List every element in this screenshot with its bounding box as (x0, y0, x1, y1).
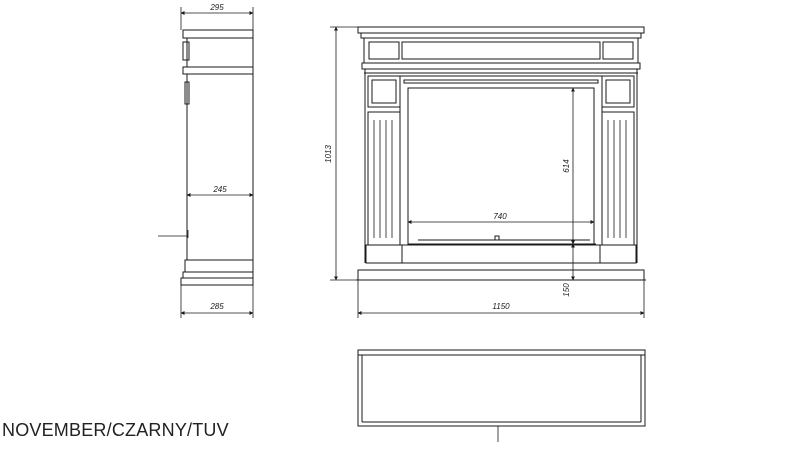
dimension-label-front-width: 1150 (492, 302, 510, 311)
dimension-label-opening-width: 740 (493, 212, 507, 221)
top-view (357, 349, 646, 442)
dimension-label-side-inner-depth: 245 (212, 185, 227, 194)
dimension-opening-width: 740 (407, 212, 595, 224)
dimension-side-inner-depth: 245 (186, 185, 254, 197)
dimension-label-front-height: 1013 (324, 145, 333, 163)
front-view (356, 26, 646, 281)
dimension-label-opening-height: 614 (562, 159, 571, 173)
dimension-plinth-height: 150 (562, 243, 575, 297)
side-view (158, 29, 254, 286)
dimension-side-depth-top: 295 (180, 3, 254, 30)
dimension-label-side-depth-top: 295 (209, 3, 224, 12)
dimension-label-side-base-depth: 285 (209, 302, 224, 311)
dimension-opening-height: 614 (562, 87, 575, 245)
product-caption: NOVEMBER/CZARNY/TUV (2, 420, 229, 440)
dimension-side-base-depth: 285 (180, 285, 254, 318)
dimension-front-width: 1150 (357, 280, 645, 318)
dimension-front-height: 1013 (324, 26, 358, 281)
dimension-label-plinth-height: 150 (562, 283, 571, 297)
